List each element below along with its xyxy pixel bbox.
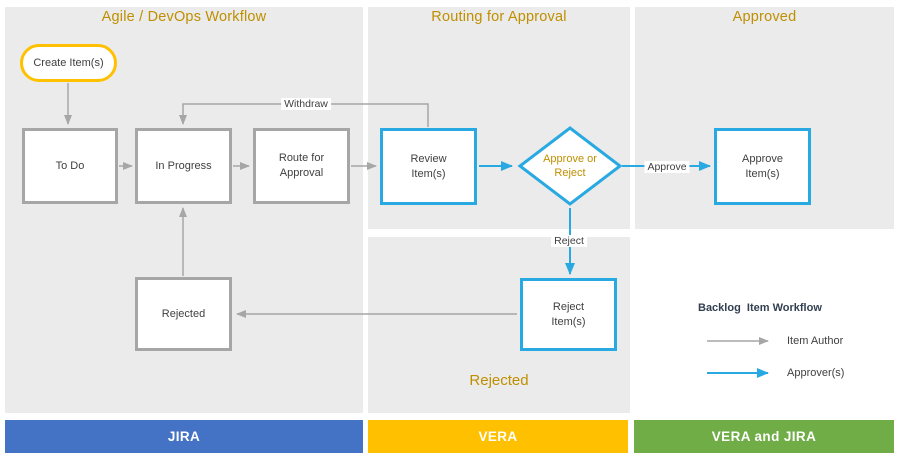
node-approve-items-label: Approve Item(s) bbox=[742, 152, 783, 180]
edge-label-approve: Approve bbox=[644, 161, 690, 173]
node-rejected-label: Rejected bbox=[161, 307, 206, 320]
edge-label-withdraw: Withdraw bbox=[281, 98, 331, 110]
node-in-progress-label: In Progress bbox=[155, 159, 212, 172]
node-to-do: To Do bbox=[22, 128, 118, 204]
legend-approver-label: Approver(s) bbox=[787, 367, 845, 379]
lane-header-approved: Approved bbox=[732, 9, 797, 25]
footer-bar-jira: JIRA bbox=[5, 420, 363, 453]
node-route-for-approval-label: Route for Approval bbox=[278, 152, 325, 179]
node-review-items-label: Review Item(s) bbox=[410, 152, 447, 180]
footer-bar-vera-and-jira: VERA and JIRA bbox=[634, 420, 894, 453]
section-label-rejected: Rejected bbox=[469, 372, 529, 389]
decision-diamond-shape bbox=[517, 126, 623, 206]
node-approve-items: Approve Item(s) bbox=[714, 128, 811, 205]
node-to-do-label: To Do bbox=[55, 159, 85, 172]
footer-bar-vera: VERA bbox=[368, 420, 628, 453]
node-reject-items-label: Reject Item(s) bbox=[551, 300, 586, 328]
edge-label-reject: Reject bbox=[551, 235, 587, 247]
node-route-for-approval: Route for Approval bbox=[253, 128, 350, 204]
node-create-items-label: Create Item(s) bbox=[33, 56, 104, 69]
legend-title: Backlog Item Workflow bbox=[698, 302, 822, 314]
node-review-items: Review Item(s) bbox=[380, 128, 477, 205]
lane-header-agile: Agile / DevOps Workflow bbox=[101, 9, 267, 25]
node-in-progress: In Progress bbox=[135, 128, 232, 204]
node-reject-items: Reject Item(s) bbox=[520, 278, 617, 351]
node-approve-or-reject-decision: Approve or Reject bbox=[517, 125, 623, 207]
lane-header-routing: Routing for Approval bbox=[431, 9, 567, 25]
node-approve-or-reject-label: Approve or Reject bbox=[543, 152, 597, 179]
node-rejected: Rejected bbox=[135, 277, 232, 351]
node-create-items: Create Item(s) bbox=[20, 44, 117, 82]
legend-item-author-label: Item Author bbox=[787, 335, 844, 347]
